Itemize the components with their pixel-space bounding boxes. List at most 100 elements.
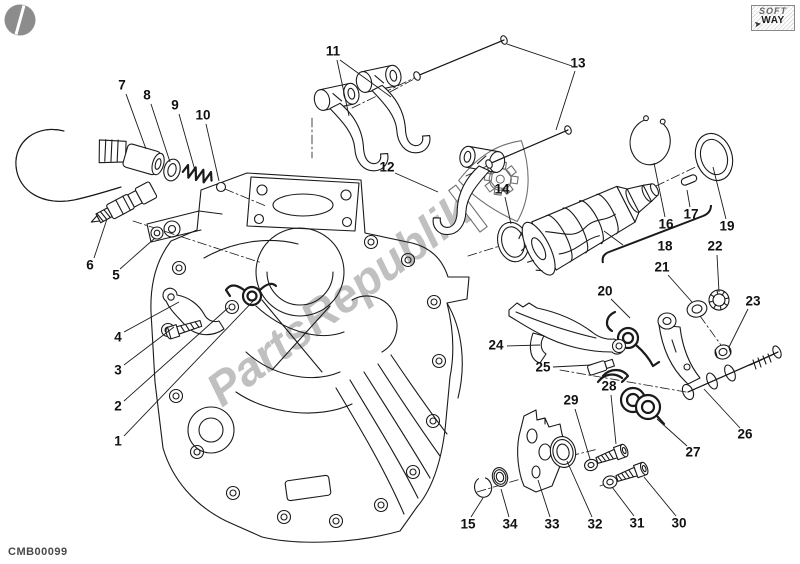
cursor-arrow-icon: ➤ bbox=[753, 18, 763, 30]
callout-8: 8 bbox=[143, 87, 151, 103]
callout-20: 20 bbox=[597, 283, 613, 299]
crankcase bbox=[146, 172, 470, 543]
callout-15: 15 bbox=[460, 516, 476, 532]
callout-22: 22 bbox=[707, 238, 723, 254]
ring-19 bbox=[694, 132, 734, 182]
callout-23: 23 bbox=[745, 293, 761, 309]
leader-line-16 bbox=[653, 162, 666, 218]
leader-line-17 bbox=[686, 189, 691, 208]
leader-line-15 bbox=[470, 497, 484, 518]
callout-31: 31 bbox=[629, 515, 645, 531]
callout-21: 21 bbox=[654, 259, 670, 275]
bolt-3 bbox=[165, 319, 203, 340]
nut-23 bbox=[714, 344, 732, 360]
callout-25: 25 bbox=[535, 359, 551, 375]
range-bracket-18 bbox=[601, 204, 712, 264]
leader-line-30 bbox=[643, 476, 677, 517]
callout-16: 16 bbox=[658, 216, 674, 232]
callout-9: 9 bbox=[171, 97, 179, 113]
leader-line-1 bbox=[123, 296, 258, 437]
stopper-arm-group bbox=[162, 282, 278, 340]
leader-line-4 bbox=[123, 301, 180, 333]
callout-30: 30 bbox=[671, 515, 687, 531]
ball-10 bbox=[215, 181, 227, 193]
callout-12: 12 bbox=[379, 159, 395, 175]
leader-line-11 bbox=[336, 59, 350, 117]
softway-line1: SOFT bbox=[759, 6, 787, 16]
callout-11: 11 bbox=[325, 43, 341, 59]
plug-assembly bbox=[98, 139, 227, 193]
callout-5: 5 bbox=[112, 267, 120, 283]
gearchange-shaft-26 bbox=[657, 312, 782, 401]
drawing-code: CMB00099 bbox=[8, 546, 68, 558]
leader-line-34 bbox=[500, 488, 510, 518]
washer-2 bbox=[224, 299, 240, 315]
star-washer-22 bbox=[708, 289, 730, 311]
callout-33: 33 bbox=[544, 516, 560, 532]
callout-4: 4 bbox=[114, 329, 122, 345]
leader-line-8 bbox=[150, 103, 171, 163]
fork-shaft-13a bbox=[413, 35, 508, 81]
callout-7: 7 bbox=[118, 77, 126, 93]
callout-26: 26 bbox=[737, 426, 753, 442]
leader-line-31 bbox=[611, 486, 635, 517]
leader-line-2 bbox=[123, 307, 229, 402]
circlip-16 bbox=[629, 115, 671, 166]
callout-13: 13 bbox=[570, 55, 586, 71]
spring-9 bbox=[181, 163, 213, 184]
fork-shaft-13b bbox=[485, 125, 572, 169]
leader-line-22 bbox=[716, 254, 720, 293]
washer-8 bbox=[163, 158, 181, 182]
leader-line-20 bbox=[610, 298, 631, 319]
callout-6: 6 bbox=[86, 257, 94, 273]
callout-2: 2 bbox=[114, 398, 122, 414]
leader-line-23 bbox=[728, 308, 749, 348]
callout-32: 32 bbox=[587, 516, 603, 532]
leader-line-18 bbox=[603, 230, 624, 246]
leader-line-3 bbox=[123, 326, 175, 366]
pin-25 bbox=[587, 358, 615, 376]
callout-1: 1 bbox=[114, 433, 122, 449]
leader-line-21 bbox=[667, 274, 693, 303]
leader-line-7 bbox=[125, 93, 147, 150]
selector-drum-18 bbox=[518, 183, 660, 276]
leader-line-24 bbox=[506, 344, 541, 347]
leader-line-27 bbox=[656, 418, 688, 447]
softway-line2: WAY bbox=[761, 15, 785, 26]
leader-line-32 bbox=[566, 460, 593, 518]
leader-line-19 bbox=[712, 166, 727, 220]
leader-line-6 bbox=[93, 218, 108, 259]
circlip-15 bbox=[473, 477, 493, 498]
callout-14: 14 bbox=[494, 181, 510, 197]
softway-logo: SOFT WAY ➤ bbox=[751, 5, 795, 31]
spring-1 bbox=[224, 282, 278, 307]
callout-10: 10 bbox=[195, 107, 211, 123]
leader-line-26 bbox=[703, 388, 741, 429]
oil-seal-32 bbox=[549, 436, 577, 468]
callout-19: 19 bbox=[719, 218, 735, 234]
catalog-logo-icon bbox=[4, 4, 36, 36]
leader-line-25 bbox=[552, 364, 592, 368]
selector-claw-24 bbox=[508, 302, 627, 364]
callout-34: 34 bbox=[502, 516, 518, 532]
leader-line-28 bbox=[610, 394, 617, 445]
leader-line-5 bbox=[119, 237, 156, 270]
washer-31 bbox=[602, 475, 618, 489]
callout-3: 3 bbox=[114, 362, 122, 378]
callout-17: 17 bbox=[683, 206, 699, 222]
callout-18: 18 bbox=[657, 238, 673, 254]
leader-line-14 bbox=[504, 196, 512, 225]
neutral-switch-cable bbox=[15, 129, 158, 224]
leader-line-12 bbox=[394, 172, 439, 193]
washer-34 bbox=[491, 467, 509, 487]
washer-29 bbox=[584, 458, 598, 472]
leader-line-11 bbox=[339, 59, 392, 98]
bracket-33 bbox=[517, 409, 566, 493]
callout-24: 24 bbox=[488, 337, 504, 353]
double-spring-27 bbox=[596, 368, 666, 426]
callout-28: 28 bbox=[601, 378, 617, 394]
leader-line-13 bbox=[555, 70, 576, 131]
leader-line-9 bbox=[178, 113, 197, 175]
